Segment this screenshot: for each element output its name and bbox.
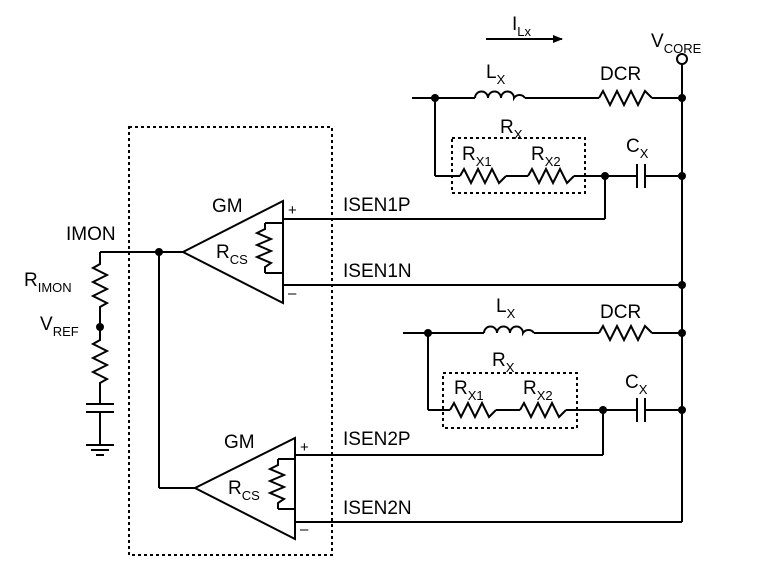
imon-junction-dots xyxy=(96,248,163,331)
amp1-rcs-resistor xyxy=(254,223,274,273)
amp1-title: GM xyxy=(212,196,243,217)
vcore-label: VCORE xyxy=(651,31,702,56)
amp1-minus-sign: – xyxy=(288,285,297,302)
phase1-power-stage xyxy=(283,88,682,286)
amp2-plus-sign: + xyxy=(300,439,309,456)
phase2-rx2-resistor xyxy=(519,400,567,420)
phase2-rx1-resistor xyxy=(449,400,497,420)
phase2-rx-label: RX xyxy=(492,350,515,375)
phase2-inductor xyxy=(483,325,535,337)
phase2-rx2-label: RX2 xyxy=(523,378,553,403)
amp2-title: GM xyxy=(224,432,255,453)
phase1-dcr-label: DCR xyxy=(600,64,641,85)
phase1-rx1-resistor xyxy=(459,166,507,186)
inductor-current-label: ILx xyxy=(512,14,532,39)
phase2-lx-label: LX xyxy=(496,296,516,321)
phase2-rx-group-box xyxy=(442,372,578,429)
amp2-rcs-label: RCS xyxy=(228,478,260,503)
phase2-rx1-label: RX1 xyxy=(454,378,484,403)
phase2-cx-label: CX xyxy=(625,372,648,397)
isen1p-label: ISEN1P xyxy=(343,195,411,216)
phase1-rx-label: RX xyxy=(500,117,523,142)
amp2-minus-sign: – xyxy=(300,521,309,538)
isen2n-label: ISEN2N xyxy=(343,498,412,519)
vref-label: VREF xyxy=(40,314,79,339)
phase1-rx2-resistor xyxy=(527,166,575,186)
phase2-dcr-label: DCR xyxy=(600,302,641,323)
isen2p-label: ISEN2P xyxy=(343,429,411,450)
lower-resistor xyxy=(90,327,110,404)
imon-label: IMON xyxy=(66,224,116,245)
vcore-rail xyxy=(676,53,688,522)
gm-amplifier-1 xyxy=(180,199,284,305)
phase2-dcr-resistor xyxy=(598,323,653,343)
phase1-inductor xyxy=(474,90,526,102)
phase1-lx-label: LX xyxy=(486,62,506,87)
phase1-junction-dots xyxy=(431,94,686,289)
amp1-rcs-label: RCS xyxy=(216,242,248,267)
phase1-rx1-label: RX1 xyxy=(462,144,492,169)
rimon-label: RIMON xyxy=(24,270,72,295)
phase1-rx-group-box xyxy=(451,137,586,194)
imon-network xyxy=(86,251,195,489)
phase2-junction-dots xyxy=(424,329,686,414)
amp2-rcs-resistor xyxy=(267,459,287,509)
amp1-plus-sign: + xyxy=(288,202,297,219)
gm-amplifier-2 xyxy=(192,436,296,541)
phase1-dcr-resistor xyxy=(598,88,653,108)
phase2-power-stage xyxy=(285,323,682,523)
isen1n-label: ISEN1N xyxy=(343,261,412,282)
phase1-rx2-label: RX2 xyxy=(531,144,561,169)
rimon-resistor xyxy=(90,252,110,327)
controller-boundary xyxy=(128,126,333,556)
phase1-cx-label: CX xyxy=(626,136,649,161)
